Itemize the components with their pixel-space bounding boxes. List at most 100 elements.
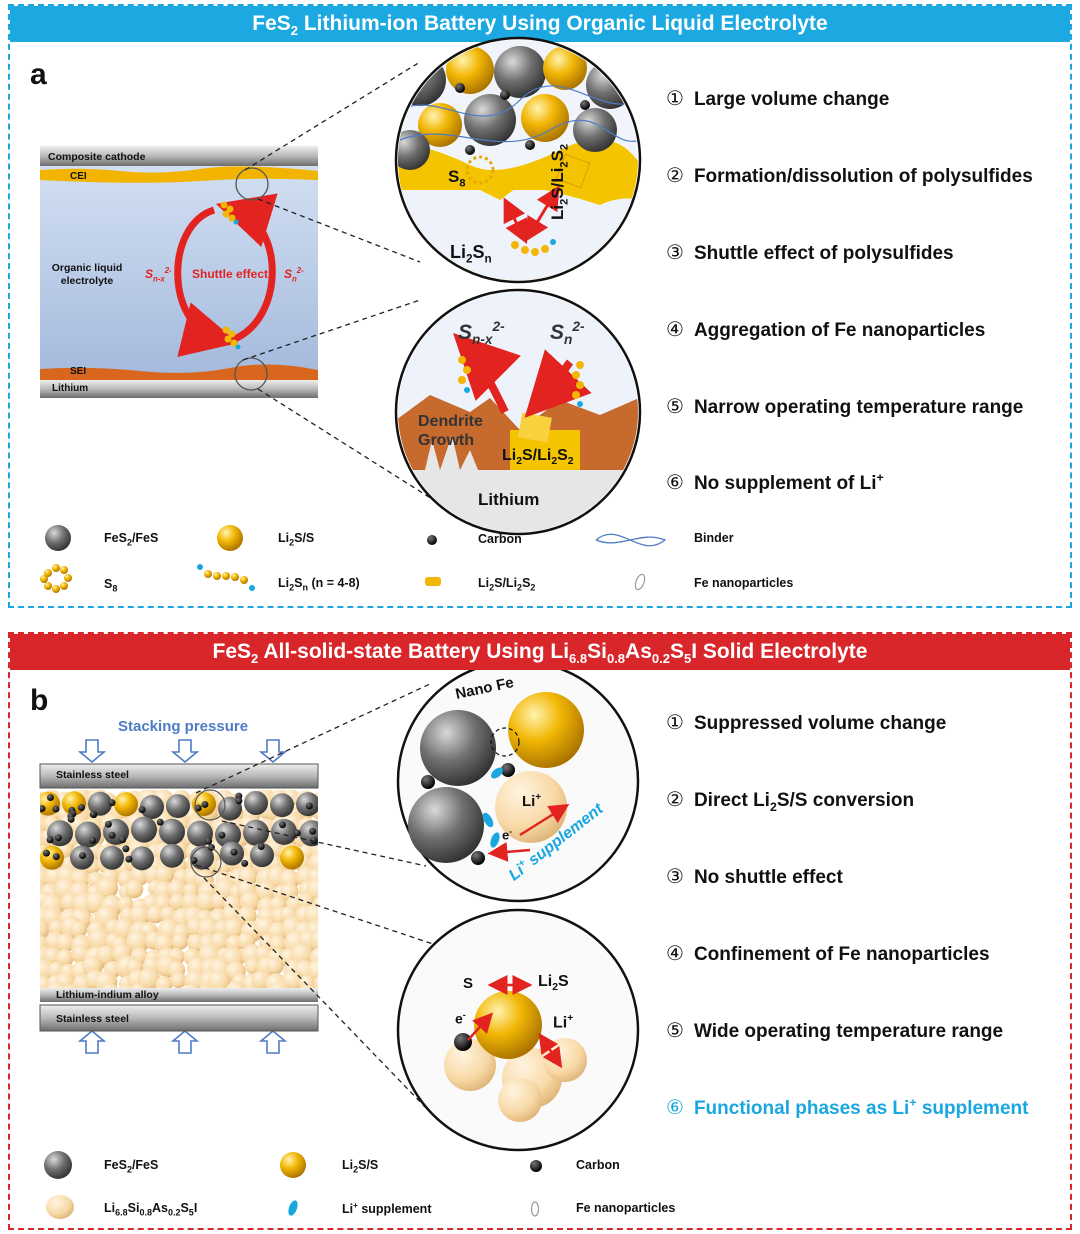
li2s-particle [114,792,138,817]
fes2-particle [244,791,268,816]
legend-b-fes2: FeS2/FeS [104,1158,159,1175]
panel-a-banner: FeS2 Lithium-ion Battery Using Organic L… [10,6,1070,42]
zoom-b-e-minus-label: e- [502,826,513,843]
legend-a-li2s-s: Li2S/S [278,531,315,548]
cell-b-steel-bottom-label: Stainless steel [56,1013,129,1025]
cell-b-pressure-label: Stacking pressure [118,718,249,735]
zoom-b-li2s-label: Li2S [538,973,569,994]
fes2-particle [190,845,214,870]
electrolyte-particle [244,985,258,988]
legend-b-fe-nano: Fe nanoparticles [576,1201,676,1215]
electrolyte-particle [124,879,144,899]
cell-a-snx-label: Sn-x2- [145,266,172,284]
fes2-particle [166,794,190,819]
electrolyte-particle [76,986,86,988]
carbon-particle [309,827,317,835]
electrolyte-particle [299,984,316,988]
electrolyte-particle [215,987,224,988]
electrolyte-particle [40,918,50,940]
electrolyte-particle [70,921,88,938]
carbon-particle [46,793,54,801]
carbon-particle [122,845,130,853]
electrolyte-particle [40,987,42,988]
electrolyte-particle [195,890,218,913]
carbon-particle [293,829,301,837]
electrolyte-particle [156,985,169,988]
panel-a-label: a [30,58,47,91]
carbon-particle [156,818,164,826]
cell-a-sei-label: SEI [70,366,87,377]
electrolyte-particle [154,865,175,885]
carbon-particle [205,837,213,845]
zoom-b-bottom-e-label: e- [455,1010,466,1027]
carbon-particle [42,849,50,857]
zoom-b-li-plus-label: Li+ [522,792,542,810]
electrolyte-particle [102,983,118,988]
electrolyte-particle [46,981,68,988]
panel-a-legend-symbols [40,525,667,593]
legend-a-carbon: Carbon [478,532,522,546]
zoom-a-top [394,36,642,284]
carbon-particle [108,831,116,839]
electrolyte-particle [148,987,151,988]
carbon-particle [235,797,243,805]
zoom-b-top [396,659,640,903]
electrolyte-particle [130,983,147,988]
zoom-a-sn-label: Sn2- [550,319,585,348]
carbon-particle [218,831,226,839]
carbon-particle [40,805,46,813]
carbon-particle [230,848,238,856]
carbon-particle [310,837,318,845]
carbon-particle [54,834,62,842]
electrolyte-particle [125,929,150,954]
legend-b-lsase: Li6.8Si0.8As0.2S5I [104,1201,198,1218]
carbon-particle [119,836,127,844]
carbon-particle [138,806,146,814]
panel-b-banner-text: FeS2 All-solid-state Battery Using Li6.8… [212,640,868,667]
electrolyte-particle [170,972,187,988]
carbon-particle [201,800,209,808]
carbon-particle [89,836,97,844]
polysulfide-chain-top [220,201,239,225]
electrolyte-particle [222,918,244,940]
panel-a-banner-text: FeS2 Lithium-ion Battery Using Organic L… [252,12,828,39]
zoom-a-li2s-li2s2-label: Li2S/Li2S2 [548,143,571,220]
carbon-particle [79,852,87,860]
panel-b: FeS2 All-solid-state Battery Using Li6.8… [8,632,1072,1230]
electrolyte-particle [129,905,151,927]
legend-a-fes2: FeS2/FeS [104,531,159,548]
carbon-particle [190,856,198,864]
cell-b-steel-top-label: Stainless steel [56,769,129,781]
carbon-particle [305,802,313,810]
panel-b-banner: FeS2 All-solid-state Battery Using Li6.8… [10,634,1070,670]
carbon-particle [194,804,202,812]
carbon-particle [125,855,133,863]
carbon-particle [279,821,287,829]
zoom-a-snx-label: Sn-x2- [458,319,505,348]
electrolyte-particle [313,976,318,988]
carbon-particle [108,799,116,807]
fes2-particle [100,845,124,870]
carbon-particle [89,810,97,818]
zoom-a-li2s-bottom-label: Li2S/Li2S2 [502,447,574,468]
cell-a-cathode-label: Composite cathode [48,151,146,163]
zoom-b-bottom [396,908,640,1152]
cell-a-sn-label: Sn2- [284,266,304,284]
electrolyte-particle [183,984,198,988]
electrolyte-particle [281,969,305,988]
legend-a-binder: Binder [694,531,734,545]
electrolyte-particle [118,984,135,988]
fes2-particle [215,821,241,848]
fes2-particle [130,846,154,871]
cell-a-cei-label: CEI [70,171,87,182]
cell-b-particles [40,790,318,988]
carbon-particle [78,803,86,811]
